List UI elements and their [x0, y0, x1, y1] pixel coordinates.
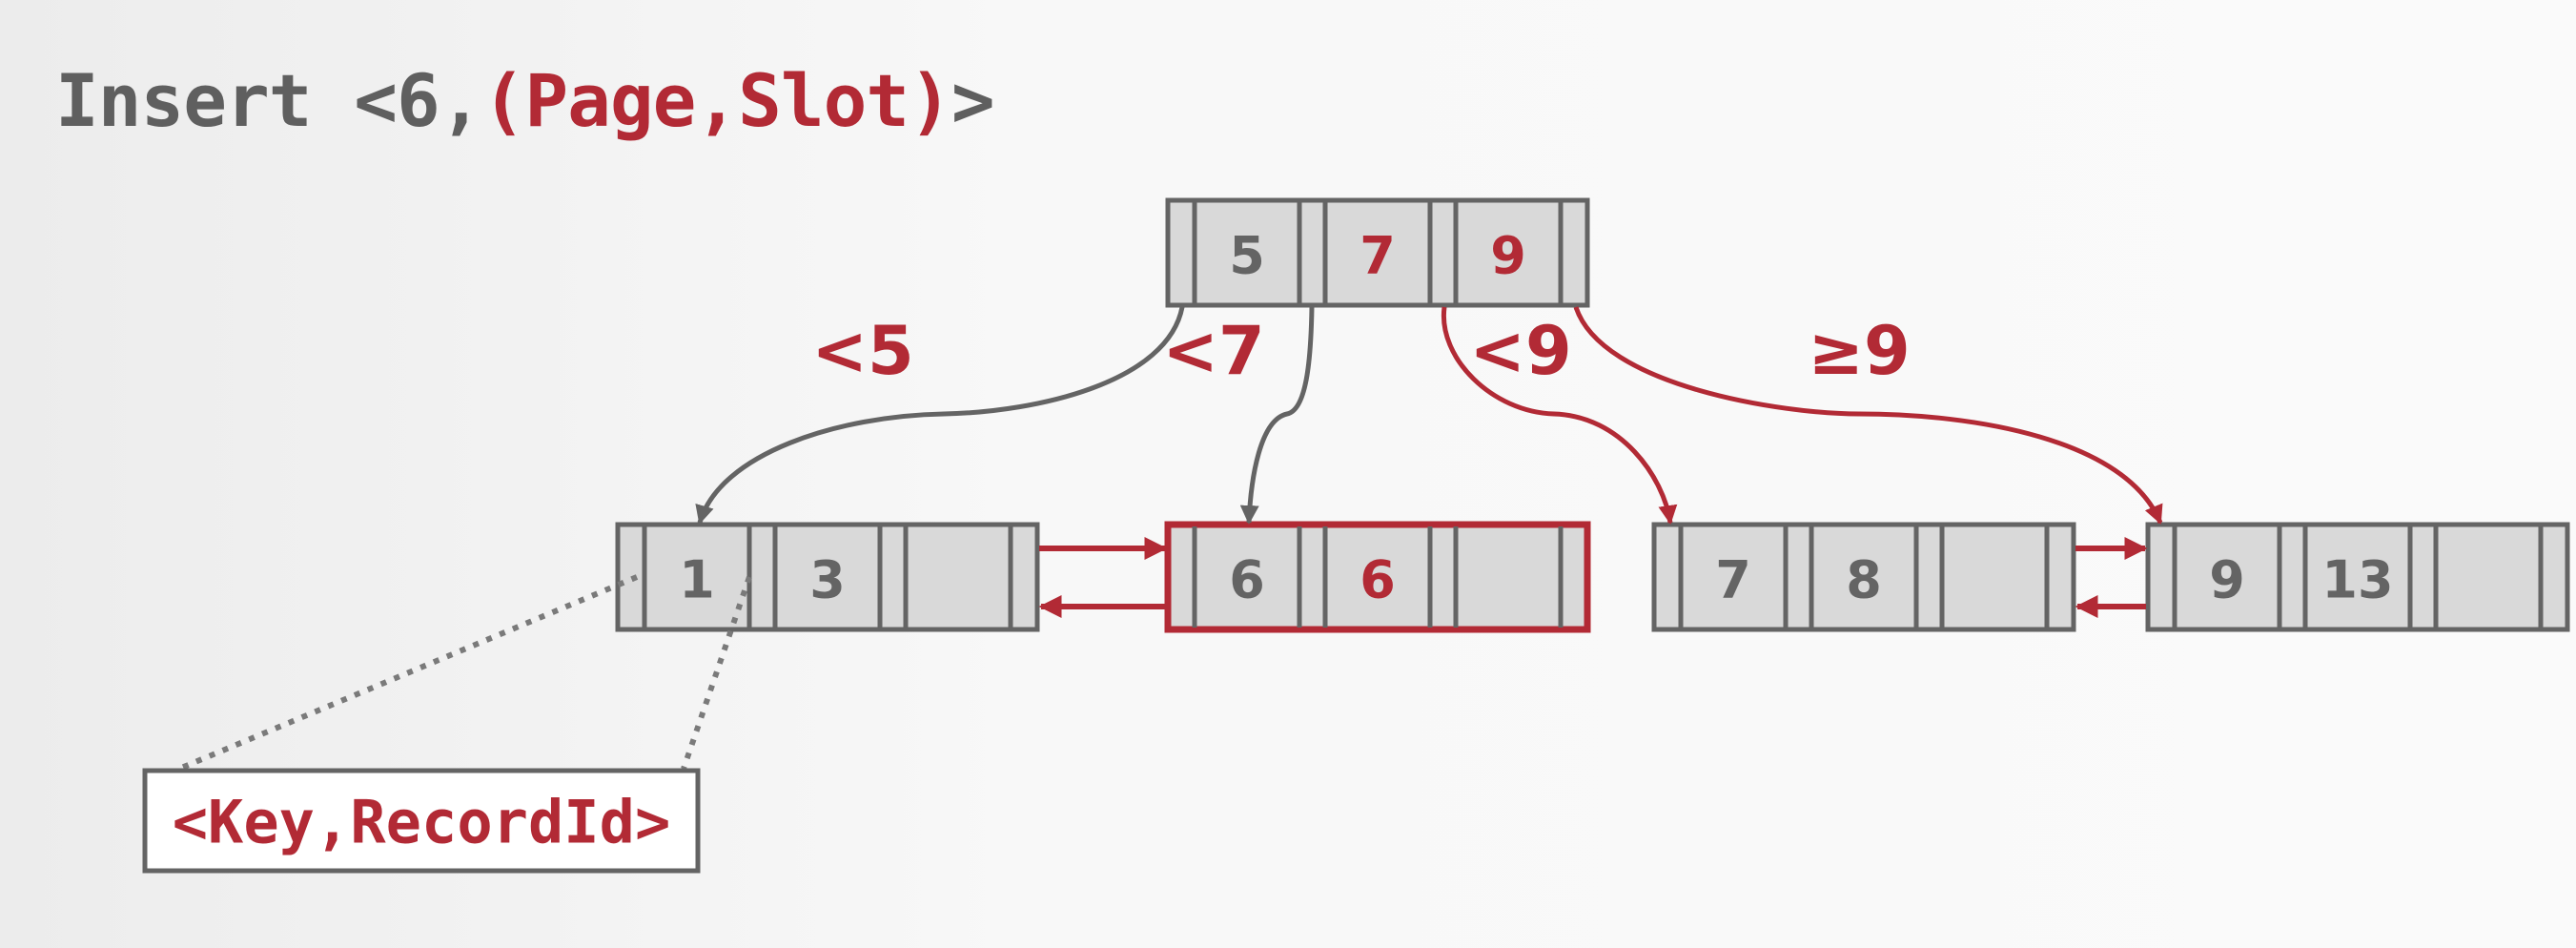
- page-title: Insert <6,(Page,Slot)>: [55, 65, 995, 137]
- root-node: [1165, 197, 1590, 308]
- pointer-lt7: [1239, 306, 1315, 525]
- pointer-ge9: [1573, 306, 2163, 525]
- leaf1-key-1: 1: [679, 550, 715, 610]
- root-key-7: 7: [1360, 226, 1396, 286]
- pointer-lt5: [695, 306, 1185, 525]
- edge-label-lt7: <7: [1162, 312, 1264, 390]
- leaf1-key-2: 3: [809, 550, 846, 610]
- leaf3-key-1: 7: [1715, 550, 1751, 610]
- root-key-9: 9: [1490, 226, 1526, 286]
- root-key-5: 5: [1229, 226, 1265, 286]
- leaf-node-1: [615, 522, 1040, 632]
- leaf-node-2: [1164, 521, 1591, 633]
- annotation-label: <Key,RecordId>: [173, 788, 671, 857]
- title-prefix: Insert <6,: [55, 58, 483, 143]
- edge-label-lt9: <9: [1469, 312, 1571, 390]
- annotation-box: [142, 768, 701, 874]
- edge-label-ge9: ≥9: [1808, 312, 1910, 390]
- leaf3-key-2: 8: [1846, 550, 1882, 610]
- leaf2-key-1: 6: [1229, 550, 1265, 610]
- annotation-leaders: [177, 574, 752, 772]
- edge-label-lt5: <5: [811, 312, 913, 390]
- title-highlight: (Page,Slot): [481, 58, 952, 143]
- leaf2-key-2: 6: [1360, 550, 1396, 610]
- title-suffix: >: [951, 58, 995, 143]
- leaf4-key-1: 9: [2209, 550, 2245, 610]
- leaf-node-3: [1651, 522, 2076, 632]
- sibling-links: [1038, 537, 2148, 618]
- pointer-lt9: [1441, 306, 1678, 525]
- leaf4-key-2: 13: [2321, 550, 2393, 610]
- leaf-node-4: [2145, 522, 2570, 632]
